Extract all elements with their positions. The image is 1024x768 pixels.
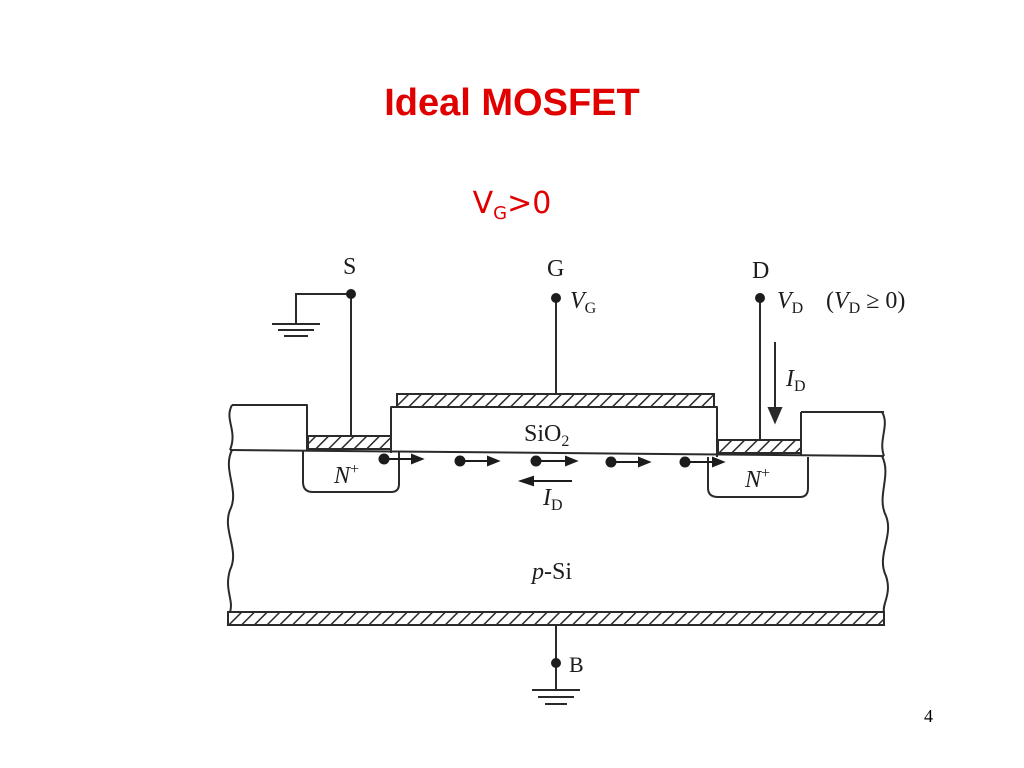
- source-region-main: N: [333, 463, 352, 489]
- electron-arrow-1: [378, 453, 425, 465]
- source-metal: [307, 435, 392, 450]
- drain-current-arrow: [767, 342, 783, 425]
- condition-rest: ≥ 0): [860, 288, 905, 314]
- drain-region-main: N: [744, 467, 763, 493]
- drain-voltage-label: VD: [777, 288, 803, 317]
- channel-current-sub: D: [551, 497, 563, 514]
- oxide-label: SiO2: [524, 421, 569, 450]
- subtitle-sub: G: [493, 203, 508, 224]
- source-terminal-dot: [346, 289, 356, 299]
- gate-voltage-label: VG: [570, 288, 597, 317]
- drain-current-label: ID: [785, 366, 806, 395]
- drain-region-label: N+: [744, 465, 770, 493]
- source-region-label: N+: [333, 461, 359, 489]
- drain-voltage-sub: D: [792, 300, 804, 317]
- gate-metal: [396, 393, 715, 408]
- subtitle-v: V: [472, 186, 494, 221]
- source-n-plus-region: [302, 451, 400, 493]
- channel-current-main: I: [542, 485, 552, 511]
- body-label: B: [569, 652, 584, 677]
- body-terminal-dot: [551, 658, 561, 668]
- drain-region-sup: +: [761, 465, 770, 482]
- gate-voltage-sub: G: [585, 300, 597, 317]
- drain-current-sub: D: [794, 378, 806, 395]
- drain-terminal-dot: [755, 293, 765, 303]
- source-label: S: [343, 254, 356, 280]
- source-region-sup: +: [350, 461, 359, 478]
- slide-title: Ideal MOSFET: [384, 82, 640, 124]
- drain-label: D: [752, 258, 769, 284]
- oxide-main: SiO: [524, 421, 561, 447]
- drain-current-main: I: [785, 366, 795, 392]
- source-ground-wire: [295, 293, 351, 324]
- electron-arrow-5: [679, 456, 726, 468]
- page-number: 4: [924, 706, 933, 726]
- silicon-surface: [229, 449, 885, 457]
- body-ground-icon: [532, 689, 580, 705]
- condition-sub: D: [849, 300, 861, 317]
- drain-voltage-condition: (VD ≥ 0): [826, 288, 905, 317]
- electron-arrow-3: [530, 455, 579, 467]
- gate-label: G: [547, 256, 564, 282]
- substrate-rest: -Si: [544, 559, 572, 585]
- substrate-italic: p: [530, 559, 544, 585]
- subtitle-rest: >0: [507, 186, 552, 221]
- body-metal: [227, 611, 885, 626]
- source-ground-icon: [272, 323, 320, 337]
- drain-metal: [717, 439, 802, 454]
- slide-subtitle: VG>0: [0, 186, 1024, 224]
- drain-voltage-main: V: [777, 288, 794, 314]
- right-field-oxide: [800, 411, 884, 456]
- condition-open: (: [826, 288, 834, 314]
- gate-terminal-dot: [551, 293, 561, 303]
- gate-voltage-main: V: [570, 288, 587, 314]
- substrate-right-edge: [881, 455, 890, 613]
- channel-current-label: ID: [542, 485, 563, 514]
- right-field-oxide-edge: [881, 411, 886, 457]
- left-field-oxide: [232, 404, 308, 450]
- electron-arrow-4: [605, 456, 652, 468]
- oxide-sub: 2: [561, 433, 569, 450]
- substrate-left-edge: [226, 449, 235, 613]
- condition-v: V: [834, 288, 851, 314]
- electron-arrow-2: [454, 455, 501, 467]
- channel-current-arrow: [517, 475, 572, 487]
- drain-n-plus-region: [707, 457, 809, 498]
- left-field-oxide-edge: [228, 404, 234, 451]
- substrate-label: p-Si: [530, 559, 572, 585]
